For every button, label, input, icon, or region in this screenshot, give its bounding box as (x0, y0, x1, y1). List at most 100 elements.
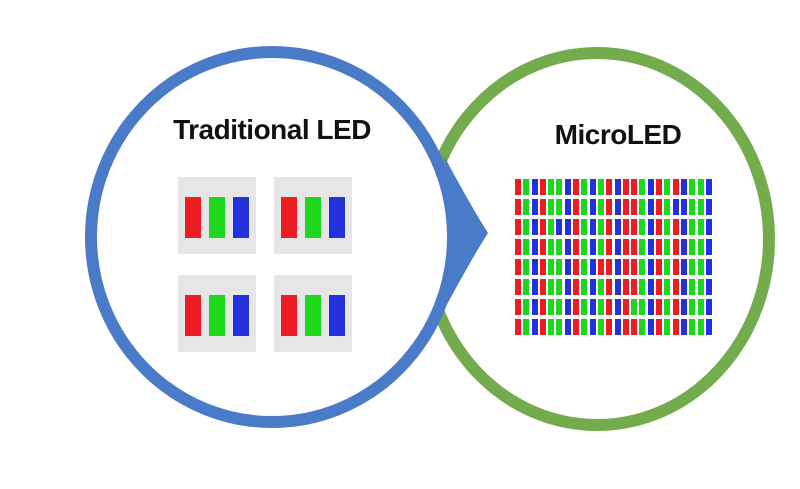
microled-subpixel-b (589, 299, 596, 315)
microled-subpixel-r (631, 319, 638, 335)
microled-subpixel-b (589, 279, 596, 295)
microled-subpixel-r (597, 259, 604, 275)
microled-subpixel-b (564, 259, 571, 275)
microled-subpixel-b (531, 239, 538, 255)
microled-subpixel-g (581, 259, 588, 275)
microled-subpixel-g (523, 279, 530, 295)
microled-subpixel-b (556, 219, 563, 235)
microled-subpixel-b (647, 239, 654, 255)
microled-subpixel-b (589, 219, 596, 235)
microled-subpixel-g (597, 219, 604, 235)
microled-subpixel-r (606, 239, 613, 255)
microled-row (515, 179, 713, 195)
microled-subpixel-b (531, 279, 538, 295)
microled-subpixel-r (622, 179, 629, 195)
microled-subpixel-r (606, 299, 613, 315)
microled-subpixel-b (705, 259, 712, 275)
microled-subpixel-b (614, 299, 621, 315)
microled-subpixel-r (631, 219, 638, 235)
subpixel-bar-g (209, 197, 225, 238)
microled-subpixel-g (697, 279, 704, 295)
microled-subpixel-b (531, 319, 538, 335)
microled-subpixel-r (672, 219, 679, 235)
microled-subpixel-b (564, 239, 571, 255)
microled-subpixel-g (523, 319, 530, 335)
microled-subpixel-r (672, 239, 679, 255)
microled-subpixel-r (573, 299, 580, 315)
microled-subpixel-g (556, 239, 563, 255)
microled-subpixel-g (689, 239, 696, 255)
microled-subpixel-r (573, 259, 580, 275)
microled-subpixel-g (581, 179, 588, 195)
subpixel-bar-b (233, 295, 249, 336)
microled-subpixel-g (581, 319, 588, 335)
microled-row (515, 279, 713, 295)
microled-subpixel-g (697, 259, 704, 275)
microled-subpixel-b (680, 259, 687, 275)
microled-subpixel-b (705, 319, 712, 335)
subpixel-bar-b (233, 197, 249, 238)
microled-subpixel-g (581, 299, 588, 315)
microled-subpixel-r (515, 179, 521, 195)
microled-subpixel-r (631, 279, 638, 295)
microled-subpixel-g (523, 299, 530, 315)
microled-subpixel-b (680, 279, 687, 295)
led-pixel (178, 177, 256, 254)
microled-subpixel-g (597, 299, 604, 315)
microled-subpixel-r (515, 239, 521, 255)
microled-subpixel-g (639, 179, 646, 195)
microled-subpixel-r (622, 299, 629, 315)
microled-subpixel-r (515, 199, 521, 215)
microled-subpixel-g (597, 179, 604, 195)
microled-subpixel-b (589, 319, 596, 335)
microled-subpixel-r (539, 199, 546, 215)
microled-subpixel-r (672, 319, 679, 335)
microled-subpixel-r (672, 259, 679, 275)
microled-subpixel-r (539, 299, 546, 315)
traditional-led-title: Traditional LED (173, 114, 371, 145)
microled-subpixel-r (622, 239, 629, 255)
microled-subpixel-g (697, 219, 704, 235)
microled-subpixel-r (622, 319, 629, 335)
microled-subpixel-r (539, 319, 546, 335)
microled-subpixel-r (539, 239, 546, 255)
microled-subpixel-b (614, 219, 621, 235)
microled-subpixel-r (573, 219, 580, 235)
microled-subpixel-g (581, 279, 588, 295)
microled-subpixel-b (647, 199, 654, 215)
microled-row (515, 199, 713, 215)
microled-subpixel-r (539, 259, 546, 275)
microled-subpixel-g (689, 219, 696, 235)
microled-subpixel-g (689, 299, 696, 315)
microled-subpixel-g (689, 319, 696, 335)
microled-subpixel-r (515, 279, 521, 295)
microled-subpixel-r (515, 259, 521, 275)
microled-subpixel-r (622, 279, 629, 295)
microled-subpixel-r (672, 279, 679, 295)
microled-subpixel-r (606, 199, 613, 215)
microled-subpixel-r (515, 219, 521, 235)
microled-subpixel-r (656, 179, 663, 195)
subpixel-bar-b (329, 295, 345, 336)
microled-subpixel-g (556, 279, 563, 295)
microled-subpixel-r (606, 259, 613, 275)
microled-subpixel-r (573, 179, 580, 195)
microled-subpixel-g (664, 299, 671, 315)
microled-subpixel-b (564, 279, 571, 295)
microled-subpixel-g (597, 199, 604, 215)
microled-subpixel-r (606, 219, 613, 235)
microled-subpixel-r (622, 259, 629, 275)
microled-subpixel-g (631, 299, 638, 315)
microled-subpixel-g (664, 259, 671, 275)
microled-subpixel-g (689, 179, 696, 195)
microled-subpixel-g (639, 199, 646, 215)
traditional-pixel-grid (178, 177, 352, 352)
microled-row (515, 319, 713, 335)
microled-subpixel-b (705, 179, 712, 195)
microled-subpixel-g (664, 239, 671, 255)
microled-subpixel-g (523, 239, 530, 255)
microled-subpixel-g (664, 319, 671, 335)
microled-subpixel-r (573, 279, 580, 295)
microled-subpixel-g (639, 299, 646, 315)
led-pixel (178, 275, 256, 352)
